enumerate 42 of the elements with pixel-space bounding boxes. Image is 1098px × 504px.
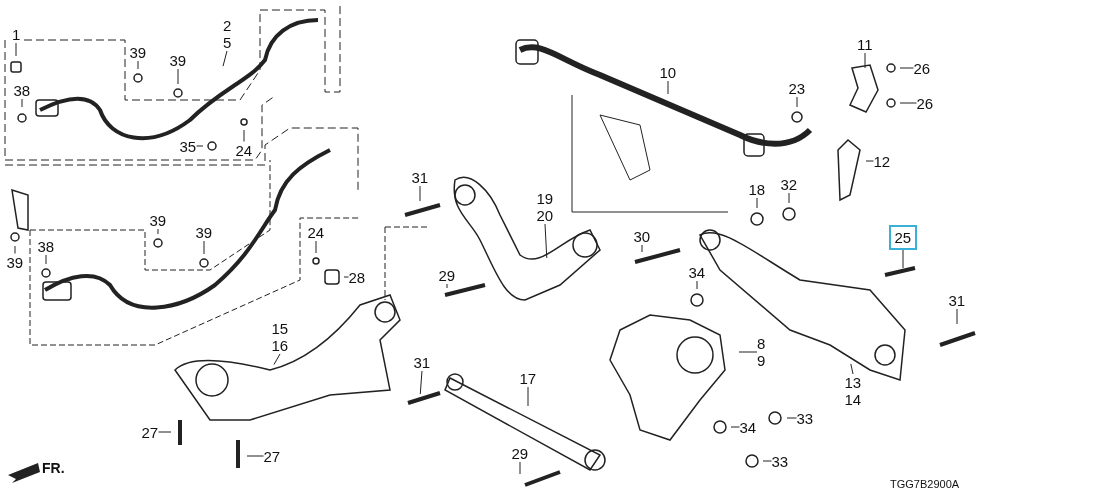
leader-line xyxy=(137,60,139,70)
leader-line xyxy=(756,197,758,209)
leader-line xyxy=(786,417,797,419)
leader-line xyxy=(246,455,264,457)
leader-line xyxy=(273,353,281,366)
leader-line xyxy=(177,68,179,85)
leader-line xyxy=(243,129,245,142)
leader-line xyxy=(157,228,159,235)
leader-line xyxy=(667,80,669,95)
leader-line xyxy=(21,98,23,108)
leader-line xyxy=(762,460,772,462)
leader-line xyxy=(203,240,205,255)
leader-line xyxy=(738,351,758,353)
leader-line xyxy=(902,249,904,269)
leader-line xyxy=(796,96,798,108)
leader-line xyxy=(14,245,16,254)
leader-line xyxy=(196,145,204,147)
leader-line xyxy=(544,223,548,259)
leader-line xyxy=(527,386,529,407)
leader-line xyxy=(850,363,854,375)
drawing-code: TGG7B2900A xyxy=(890,478,960,490)
leader-line xyxy=(730,426,740,428)
leader-line xyxy=(446,283,448,289)
leader-line xyxy=(315,240,317,254)
fr-label: FR. xyxy=(42,460,65,476)
leader-line xyxy=(419,370,423,395)
leader-line xyxy=(864,52,866,69)
leader-line xyxy=(519,461,521,475)
leader-line xyxy=(158,431,172,433)
leader-line xyxy=(15,42,17,57)
leader-line xyxy=(45,254,47,265)
leader-line xyxy=(419,185,421,202)
leader-line xyxy=(899,102,917,104)
leader-line xyxy=(865,160,874,162)
leader-line xyxy=(899,67,914,69)
callout-number: 25 xyxy=(888,224,918,250)
leader-line xyxy=(222,50,228,67)
leader-line xyxy=(641,244,643,253)
leader-line xyxy=(343,276,349,278)
leader-line xyxy=(696,280,698,290)
leader-line xyxy=(956,308,958,325)
leader-line xyxy=(788,192,790,204)
